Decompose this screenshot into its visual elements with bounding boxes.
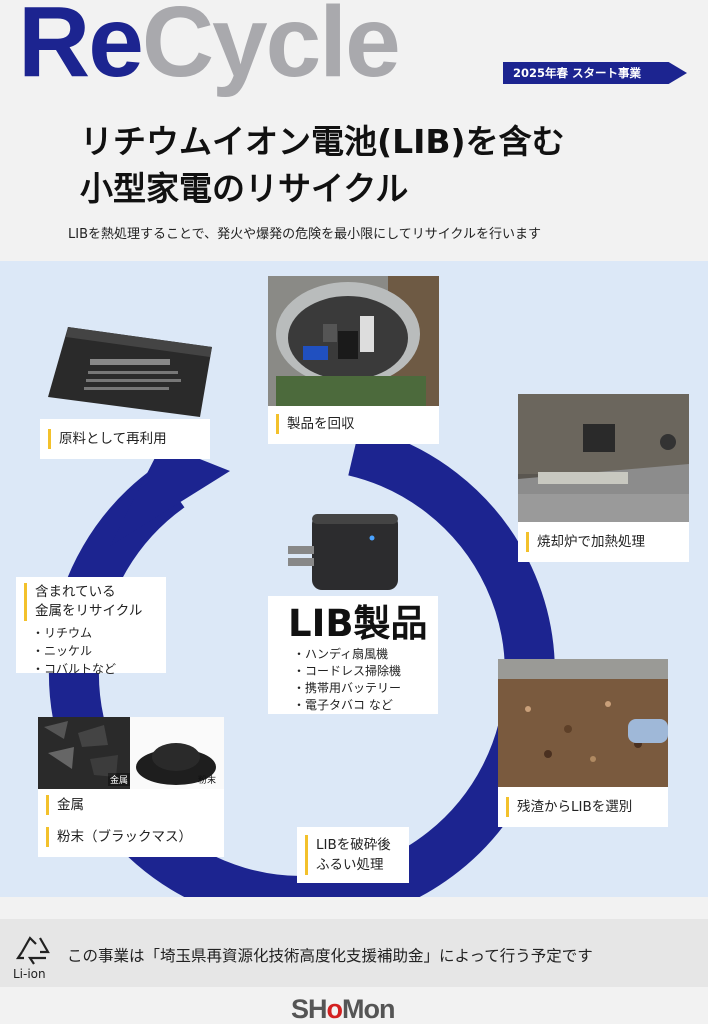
metal-card: 金属 粉末（ブラックマス） [38, 789, 224, 857]
recycle-logo: ReCycle [18, 0, 401, 92]
subtitle: LIBを熱処理することで、発火や爆発の危険を最小限にしてリサイクルを行います [68, 227, 542, 242]
reuse-label: 原料として再利用 [48, 429, 167, 449]
powerbank-photo [288, 514, 398, 590]
recycle-item: ・リチウム [32, 626, 93, 640]
cycle-arrow-head [110, 444, 230, 546]
recycle-line-2: 金属をリサイクル [35, 603, 143, 619]
start-tag: 2025年春 スタート事業 [503, 62, 687, 84]
blackmass-label: 粉末（ブラックマス） [46, 827, 192, 847]
page-title: リチウムイオン電池(LIB)を含む 小型家電のリサイクル [80, 118, 565, 212]
powder-tag: 粉末 [198, 776, 217, 786]
title-line-1: リチウムイオン電池(LIB)を含む [80, 122, 565, 161]
footer-bar [0, 919, 708, 987]
product-card: LIB製品 ・ハンディ扇風機 ・コードレス掃除機 ・携帯用バッテリー ・電子タバ… [268, 596, 438, 714]
incinerator-photo [518, 394, 689, 522]
cycle-panel: 原料として再利用 製品を回収 焼却炉で加熱処理 LIB製 [0, 261, 708, 897]
recycle-icon [15, 936, 50, 965]
recycle-line-1: 含まれている [35, 584, 116, 600]
reuse-card: 原料として再利用 [40, 419, 210, 459]
metal-powder-photo: 金属 粉末 [38, 717, 224, 789]
incinerate-label: 焼却炉で加熱処理 [526, 532, 645, 552]
collect-label: 製品を回収 [276, 414, 355, 434]
recycle-list: ・リチウム ・ニッケル ・コバルトなど [32, 624, 116, 678]
product-item: ・ハンディ扇風機 [293, 647, 389, 661]
collection-photo [268, 276, 439, 406]
title-line-2: 小型家電のリサイクル [80, 169, 409, 208]
logo-cycle: Cycle [141, 0, 401, 98]
metal-label: 金属 [46, 795, 84, 815]
sort-card: 残渣からLIBを選別 [498, 787, 668, 827]
recycle-card: 含まれている 金属をリサイクル ・リチウム ・ニッケル ・コバルトなど [16, 577, 166, 676]
sort-label: 残渣からLIBを選別 [506, 797, 632, 817]
metal-tag: 金属 [108, 773, 131, 786]
footer-text: この事業は「埼玉県再資源化技術高度化支援補助金」によって行う予定です [67, 947, 593, 965]
recycle-item: ・コバルトなど [32, 662, 117, 676]
product-item: ・携帯用バッテリー [293, 681, 402, 695]
crush-line-2: ふるい処理 [316, 857, 384, 873]
product-list: ・ハンディ扇風機 ・コードレス掃除機 ・携帯用バッテリー ・電子タバコ など [293, 646, 401, 714]
crush-card: LIBを破砕後 ふるい処理 [297, 827, 409, 883]
brand-mon: Mon [342, 994, 395, 1024]
battery-photo [40, 319, 220, 424]
sorting-photo [498, 659, 668, 787]
brand-o: o [326, 994, 343, 1024]
crush-label: LIBを破砕後 ふるい処理 [305, 835, 391, 875]
recycle-item: ・ニッケル [32, 644, 93, 658]
product-title: LIB製品 [288, 602, 428, 645]
product-item: ・コードレス掃除機 [293, 664, 402, 678]
incinerate-card: 焼却炉で加熱処理 [518, 522, 689, 562]
brand-logo: SHoMon [291, 994, 396, 1024]
collect-card: 製品を回収 [268, 406, 439, 444]
product-item: ・電子タバコ など [293, 698, 393, 712]
crush-line-1: LIBを破砕後 [316, 837, 391, 853]
brand-sh: SH [291, 994, 328, 1024]
recycle-label: 含まれている 金属をリサイクル [24, 583, 142, 621]
liion-label: Li-ion [13, 967, 46, 981]
logo-re: Re [18, 0, 144, 98]
